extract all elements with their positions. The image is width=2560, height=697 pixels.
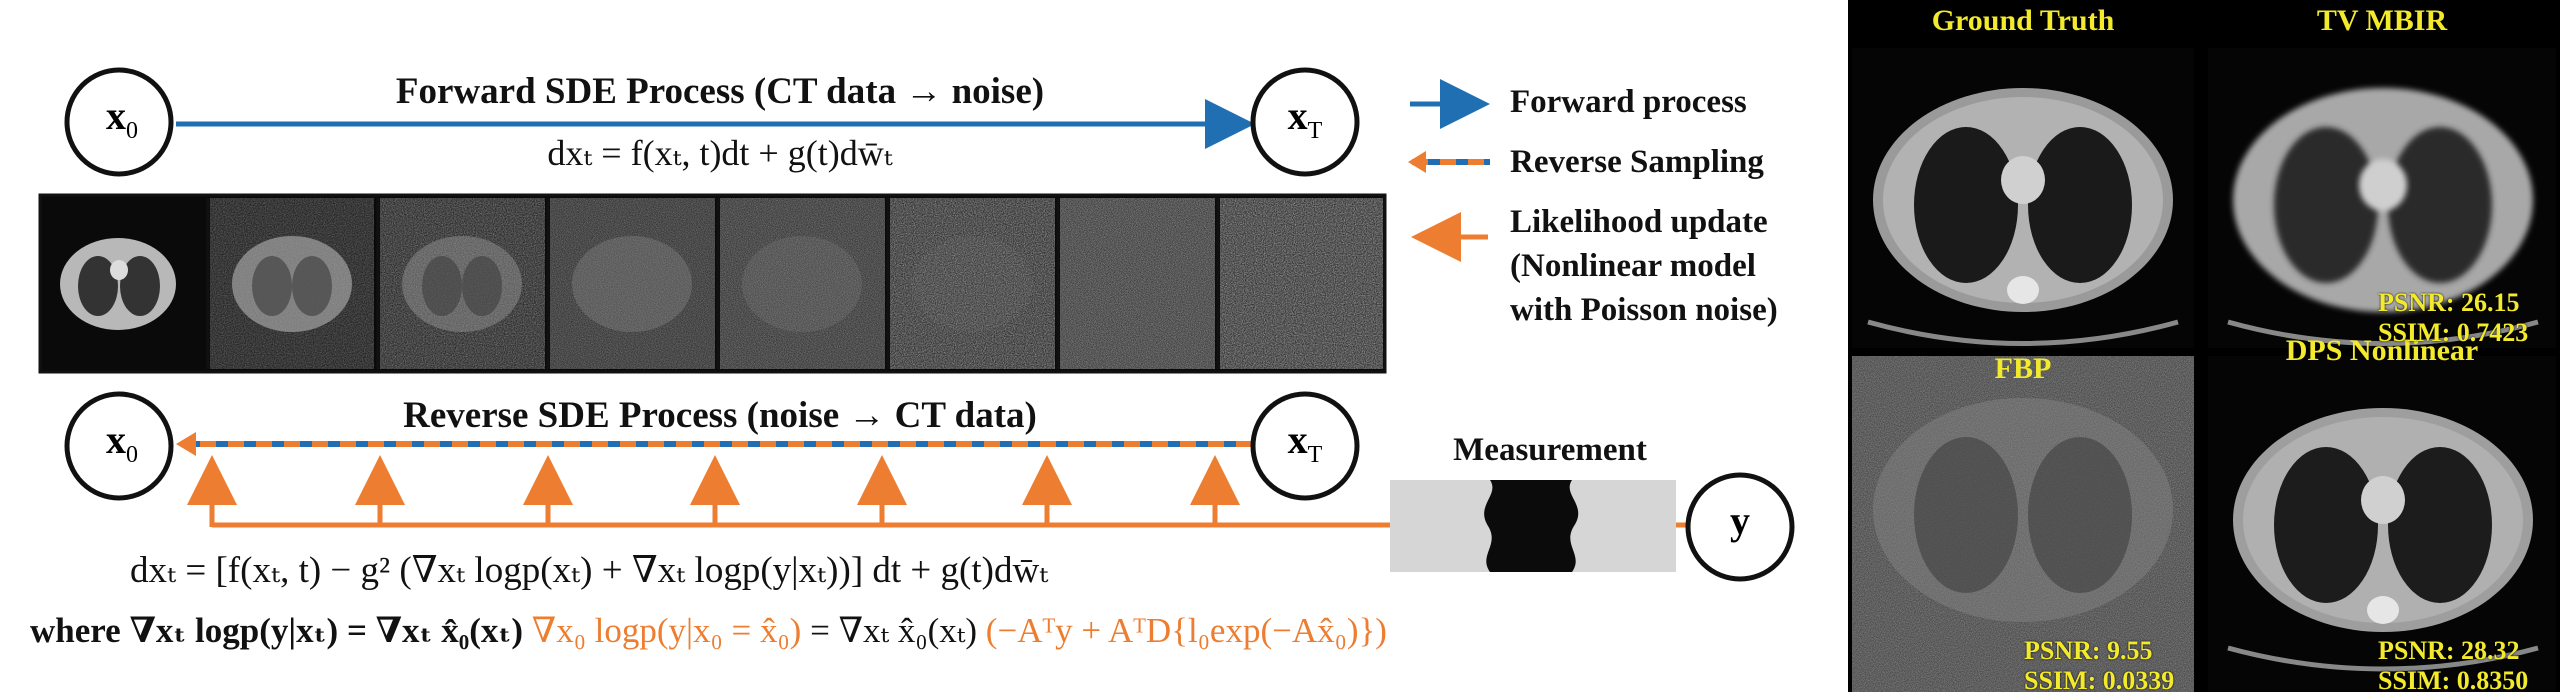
noise-frame-8 — [1220, 198, 1383, 369]
gt-ct-image — [1852, 48, 2194, 348]
legend-likelihood: Likelihood update (Nonlinear model with … — [1510, 204, 1778, 328]
tv-mbir-ct-image — [2208, 48, 2556, 348]
where-equation: where ∇xₜ logp(y|xₜ) = ∇xₜ x̂₀(xₜ) ∇x₀ l… — [30, 611, 1387, 650]
gt-label: Ground Truth — [1931, 4, 2115, 37]
node-xT-bottom — [1250, 391, 1360, 501]
dps-nonlinear-metrics: PSNR: 28.32 SSIM: 0.8350 — [2378, 636, 2529, 695]
noise-frame-1 — [60, 238, 176, 330]
legend-reverse: Reverse Sampling — [1510, 144, 1764, 180]
node-x0-top-label: x0 — [106, 93, 138, 144]
fbp-ct-image — [1852, 356, 2194, 692]
forward-equation: dxₜ = f(xₜ, t)dt + g(t)dw̄ₜ — [547, 133, 893, 173]
likelihood-updates — [187, 455, 1390, 528]
tv-mbir-label: TV MBIR — [2316, 4, 2448, 37]
noise-frame-2 — [210, 198, 374, 369]
node-y-label: y — [1730, 498, 1750, 543]
reverse-arrowhead — [176, 432, 196, 456]
results-images — [1852, 48, 2556, 692]
node-xT-bottom-label: xT — [1287, 417, 1323, 468]
results-panel: Ground Truth TV MBIR FBP DPS Nonlinear P… — [1848, 0, 2560, 695]
node-xT-top-label: xT — [1287, 93, 1323, 144]
measurement-label: Measurement — [1453, 432, 1647, 468]
noise-strip — [38, 193, 1387, 374]
fbp-label: FBP — [1994, 352, 2052, 385]
legend-forward: Forward process — [1510, 84, 1747, 120]
node-y — [1685, 472, 1795, 582]
fbp-metrics: PSNR: 9.55 SSIM: 0.0339 — [2024, 636, 2175, 695]
dps-nonlinear-label: DPS Nonlinear — [2285, 334, 2479, 367]
legend-reverse-arrowhead — [1408, 151, 1426, 173]
node-xT-top — [1250, 67, 1360, 177]
noise-frame-6 — [890, 198, 1055, 369]
reverse-equation: dxₜ = [f(xₜ, t) − g² (∇xₜ logp(xₜ) + ∇xₜ… — [130, 550, 1049, 591]
noise-frame-5 — [720, 198, 885, 369]
node-x0-top — [64, 67, 174, 177]
measurement-image — [1390, 480, 1676, 572]
node-x0-bottom-label: x0 — [106, 417, 138, 468]
dps-nonlinear-ct-image — [2208, 356, 2556, 692]
node-x0-bottom — [64, 391, 174, 501]
noise-frame-4 — [550, 198, 715, 369]
noise-frame-3 — [380, 198, 545, 369]
reverse-title: Reverse SDE Process (noise → CT data) — [403, 395, 1037, 436]
noise-frame-7 — [1060, 198, 1215, 369]
tv-mbir-metrics: PSNR: 26.15 SSIM: 0.7423 — [2378, 288, 2529, 347]
forward-title: Forward SDE Process (CT data → noise) — [395, 71, 1045, 112]
